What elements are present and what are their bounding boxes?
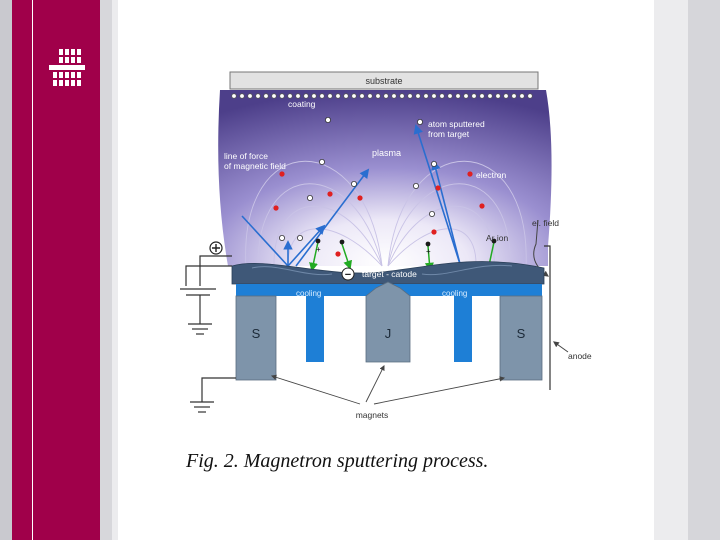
cooling-label-right: cooling [442, 289, 467, 298]
right-band-gray [688, 0, 720, 540]
atom-sputtered-label-1: atom sputtered [428, 119, 485, 129]
side-band-gray [0, 0, 12, 540]
pole-s-right-label: S [517, 326, 526, 341]
anode-wall [544, 245, 551, 390]
el-field-label: el. field [532, 218, 559, 228]
minus-circle-icon [341, 267, 355, 281]
magnetic-field-lines [245, 161, 527, 269]
magnet-s-left [235, 295, 277, 381]
target-label: target - catode [362, 269, 417, 279]
target-erosion-groove [251, 264, 513, 276]
minus-sign: − [345, 269, 351, 281]
line-of-force-label-1: line of force [224, 151, 268, 161]
atom-sputtered-label-2: from target [428, 129, 470, 139]
electrons [273, 171, 485, 257]
magnet-j-center [365, 281, 411, 363]
power-supply-circuit [180, 255, 236, 413]
side-band-magenta [12, 0, 100, 540]
pole-s-left-label: S [252, 326, 261, 341]
anode-arrow [553, 341, 569, 353]
side-band-line [32, 0, 33, 540]
ion-plus-sign-1: + [316, 245, 321, 254]
coating-atoms [231, 93, 533, 99]
target-cathode [231, 261, 545, 285]
cooling-label-left: cooling [296, 289, 321, 298]
coating-label: coating [288, 99, 316, 109]
magnets-label: magnets [356, 410, 389, 420]
side-band-light [100, 0, 112, 540]
plus-glyph [212, 244, 220, 252]
pole-j-label: J [385, 326, 392, 341]
magnet-s-right [499, 295, 543, 381]
anode-label: anode [568, 351, 592, 361]
cooling-block [236, 284, 542, 362]
figure-caption: Fig. 2. Magnetron sputtering process. [186, 450, 489, 472]
ion-label: Ar ion [486, 233, 508, 243]
right-band-light [654, 0, 688, 540]
line-of-force-label-2: of magnetic field [224, 161, 286, 171]
substrate-plate [229, 71, 539, 90]
electron-label: electron [476, 170, 507, 180]
grid-logo-icon [49, 49, 85, 86]
side-band-lighter [112, 0, 118, 540]
substrate-label: substrate [365, 76, 402, 86]
plasma-region [218, 90, 552, 266]
magnetron-sputtering-diagram: substrate coating [180, 71, 592, 420]
ion-plus-sign-2: + [426, 247, 431, 256]
ar-ions [315, 238, 497, 247]
magnets-pointer-lines [270, 365, 506, 405]
sputtered-atoms [279, 117, 437, 241]
plasma-label: plasma [372, 148, 401, 158]
